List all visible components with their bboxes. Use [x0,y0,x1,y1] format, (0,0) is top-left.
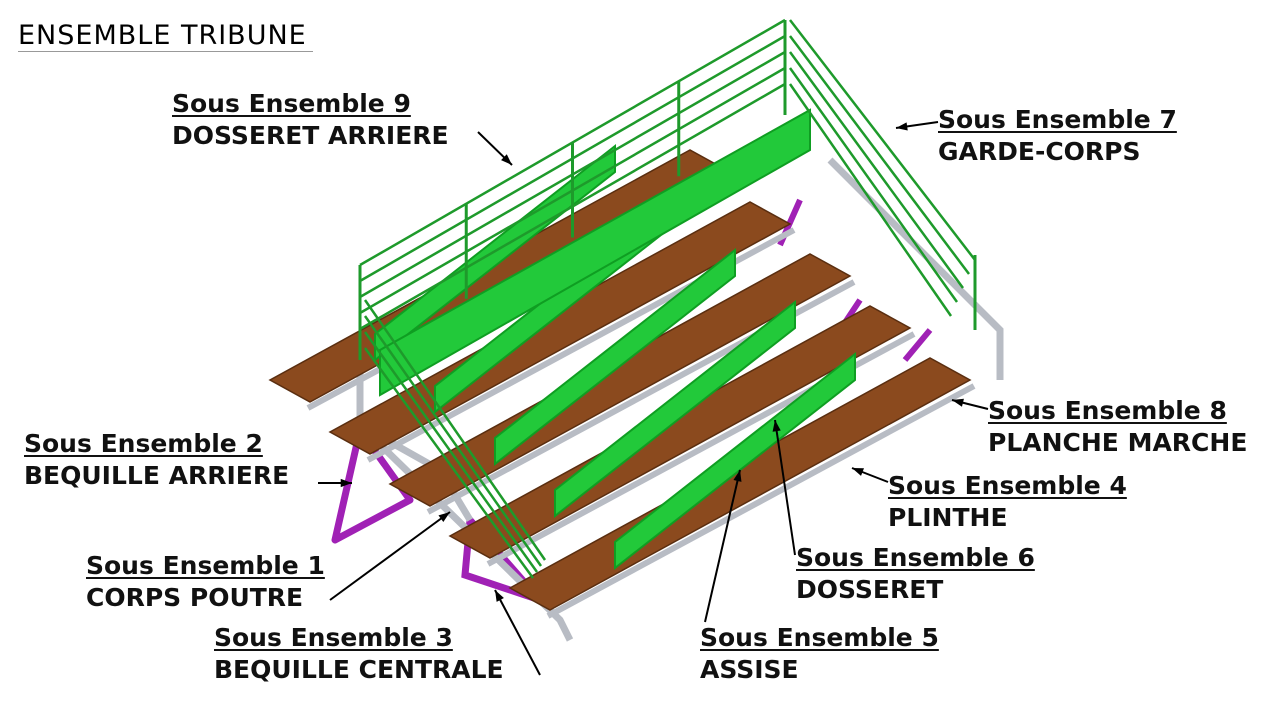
label-se5-sub: Sous Ensemble 5 [700,623,939,652]
frame-beam-1 [546,383,976,619]
left-rail-bar-1 [363,299,547,561]
leader-line-8 [494,589,541,676]
label-se1-name: CORPS POUTRE [86,583,304,612]
seat-1 [614,351,856,571]
label-sous-ensemble-1: Sous Ensemble 1 CORPS POUTRE [86,550,325,614]
label-se5-name: ASSISE [700,655,799,684]
label-sous-ensemble-4: Sous Ensemble 4 PLINTHE [888,470,1127,534]
label-se8-sub: Sous Ensemble 8 [988,396,1227,425]
leader-arrowhead-3 [340,478,352,488]
label-sous-ensemble-7: Sous Ensemble 7 GARDE-CORPS [938,104,1177,168]
label-se7-name: GARDE-CORPS [938,137,1141,166]
guard-rails [358,18,977,579]
seat-3 [494,247,736,467]
leader-line-6 [329,511,451,601]
label-se6-sub: Sous Ensemble 6 [796,543,1035,572]
leader-arrowhead-8 [495,590,504,602]
side-rail-bar-1 [789,19,976,261]
left-rail-bar-3 [363,331,539,573]
label-sous-ensemble-6: Sous Ensemble 6 DOSSERET [796,542,1035,606]
label-se9-name: DOSSERET ARRIERE [172,121,449,150]
seat-2 [554,299,796,519]
side-rail-bar-4 [788,67,959,303]
label-se4-sub: Sous Ensemble 4 [888,471,1127,500]
label-se3-name: BEQUILLE CENTRALE [214,655,504,684]
label-sous-ensemble-9: Sous Ensemble 9 DOSSERET ARRIERE [172,88,449,152]
leader-lines [318,121,989,676]
leader-arrowhead-9 [733,470,742,482]
side-rail-bar-5 [788,83,953,317]
left-rail-bar-4 [363,347,535,579]
right-frame [827,157,1004,380]
leader-arrowhead-7 [772,420,781,432]
label-se3-sub: Sous Ensemble 3 [214,623,453,652]
left-rail-bar-2 [363,315,543,567]
green-seats [374,108,856,571]
page-title: ENSEMBLE TRIBUNE [18,20,313,52]
label-se2-name: BEQUILLE ARRIERE [24,461,290,490]
rear-backrest [379,108,811,397]
leader-arrowhead-1 [501,154,512,165]
label-se1-sub: Sous Ensemble 1 [86,551,325,580]
label-sous-ensemble-3: Sous Ensemble 3 BEQUILLE CENTRALE [214,622,504,686]
leader-line-9 [704,469,741,623]
leader-line-7 [774,419,796,556]
label-sous-ensemble-8: Sous Ensemble 8 PLANCHE MARCHE [988,395,1247,459]
leader-arrowhead-2 [896,122,908,131]
side-rail-bar-2 [789,35,970,275]
leader-arrowhead-5 [852,468,864,476]
side-rail-bar-3 [788,51,965,289]
label-sous-ensemble-5: Sous Ensemble 5 ASSISE [700,622,939,686]
label-sous-ensemble-2: Sous Ensemble 2 BEQUILLE ARRIERE [24,428,289,492]
label-se6-name: DOSSERET [796,575,944,604]
leader-arrowhead-6 [438,512,450,522]
label-se7-sub: Sous Ensemble 7 [938,105,1177,134]
label-se2-sub: Sous Ensemble 2 [24,429,263,458]
label-se8-name: PLANCHE MARCHE [988,428,1248,457]
label-se4-name: PLINTHE [888,503,1008,532]
leader-arrowhead-4 [952,398,964,407]
label-se9-sub: Sous Ensemble 9 [172,89,411,118]
